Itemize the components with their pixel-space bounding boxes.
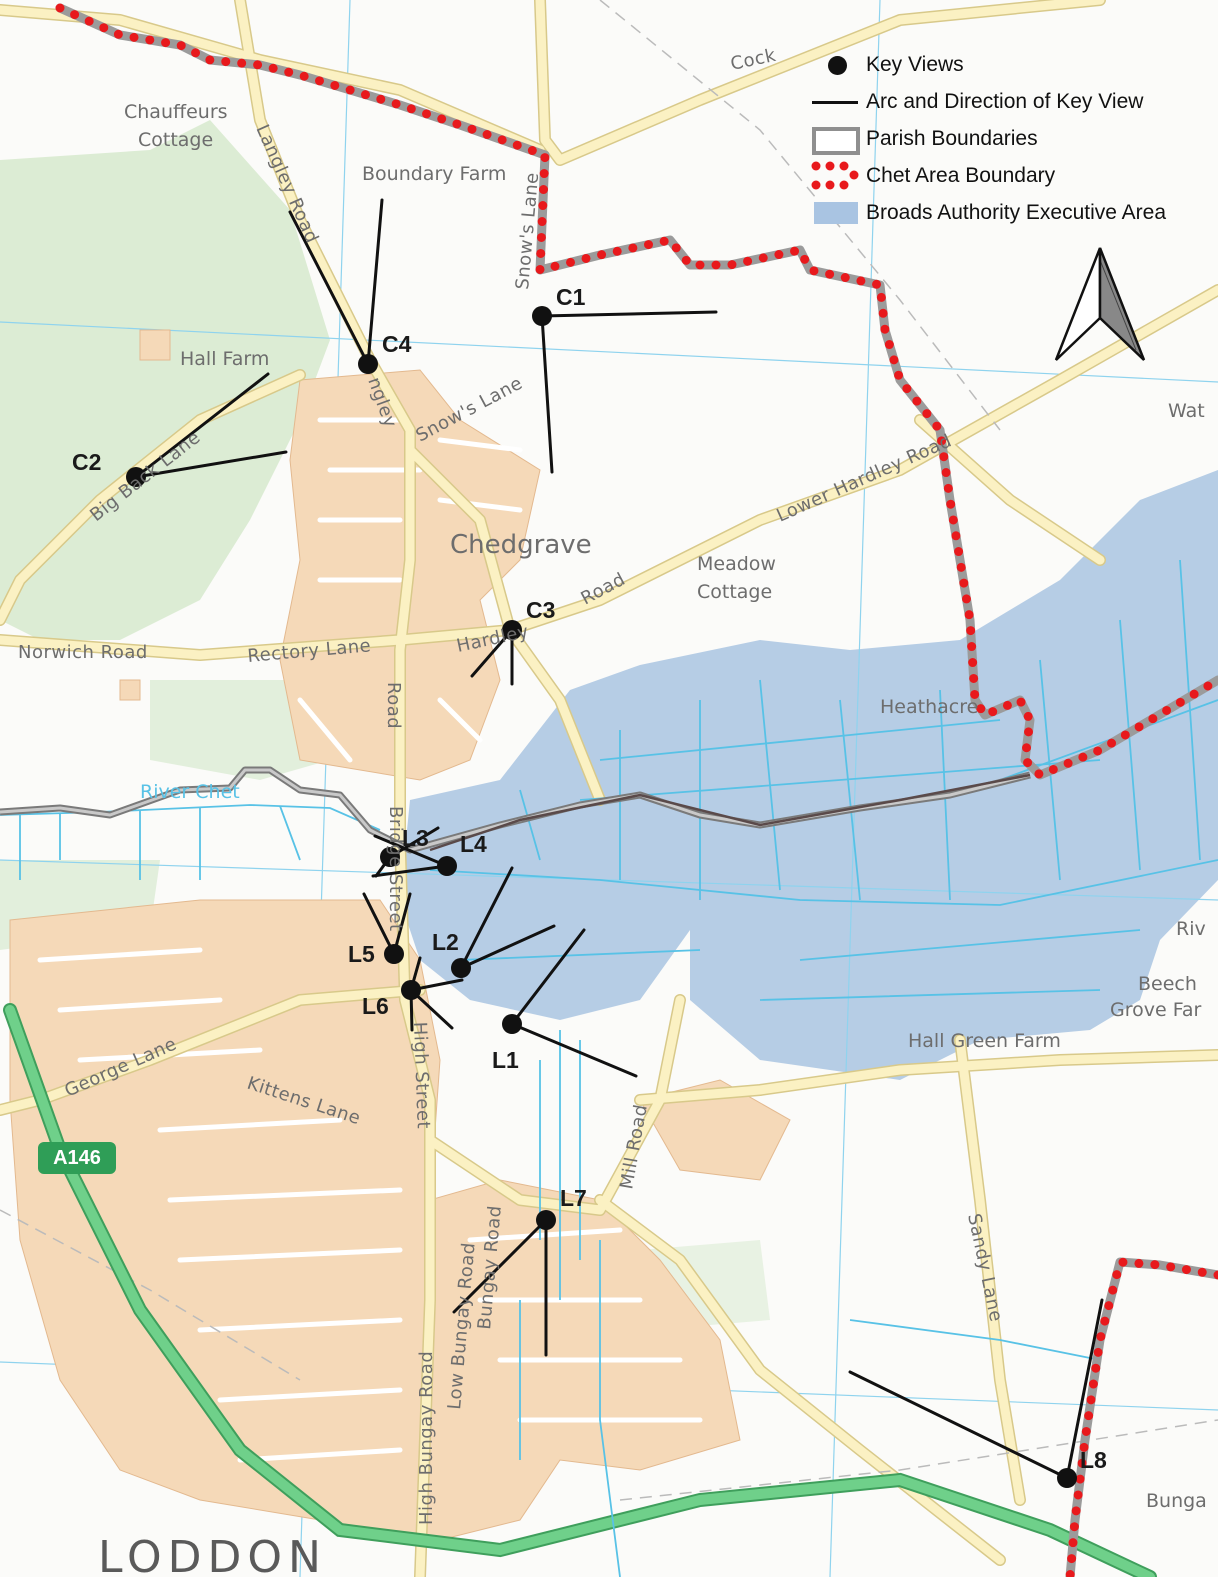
place-meadow-cottage: Cottage <box>697 581 772 603</box>
key-view-l1[interactable] <box>502 1014 522 1034</box>
key-view-label-l1: L1 <box>492 1047 519 1073</box>
disused-railway-east <box>619 1419 1218 1501</box>
north-arrow-icon <box>1054 247 1146 361</box>
key-view-label-l5: L5 <box>348 941 375 967</box>
legend-broads-area-label: Broads Authority Executive Area <box>866 201 1166 224</box>
road-bridge-street: Bridge Street <box>385 806 406 932</box>
place-hall-green-farm: Hall Green Farm <box>908 1030 1061 1052</box>
road-road-vertical: Road <box>383 682 404 729</box>
place-hall-farm: Hall Farm <box>180 348 269 370</box>
key-view-c1[interactable] <box>532 306 552 326</box>
place-grove-farm: Grove Far <box>1110 999 1202 1021</box>
key-view-l4[interactable] <box>437 856 457 876</box>
place-chauffeurs: Chauffeurs <box>124 101 228 123</box>
key-view-label-c3: C3 <box>526 597 555 623</box>
place-river-chet: River Chet <box>140 781 240 803</box>
key-view-l6[interactable] <box>401 980 421 1000</box>
a146-road <box>3 1003 1157 1577</box>
legend-parish-boundaries: Parish Boundaries <box>810 124 1038 155</box>
place-meadow: Meadow <box>697 553 776 575</box>
key-view-l3[interactable] <box>380 847 400 867</box>
chet-boundary-icon <box>810 161 866 191</box>
key-view-l8[interactable] <box>1057 1468 1077 1488</box>
key-view-label-l7: L7 <box>560 1185 587 1211</box>
key-view-label-l3: L3 <box>402 825 429 851</box>
place-bunga: Bunga <box>1146 1490 1207 1512</box>
road-high-bungay-road: High Bungay Road <box>416 1351 437 1525</box>
key-view-c2[interactable] <box>126 467 146 487</box>
key-view-l5[interactable] <box>384 944 404 964</box>
key-view-label-c1: C1 <box>556 284 586 310</box>
legend-chet-boundary: Chet Area Boundary <box>810 161 1055 191</box>
place-labels: Chedgrave LODDON Chauffeurs Cottage Boun… <box>98 101 1207 1577</box>
key-view-label-c4: C4 <box>382 331 412 357</box>
road-high-street: High Street <box>409 1021 434 1129</box>
legend-chet-boundary-label: Chet Area Boundary <box>866 164 1056 187</box>
place-loddon: LODDON <box>98 1532 327 1577</box>
key-view-arcs <box>134 198 1104 1480</box>
key-view-label-l8: L8 <box>1080 1447 1107 1473</box>
key-view-l2[interactable] <box>451 958 471 978</box>
key-view-labels: C1 C2 C3 C4 L1 L2 L3 L4 L5 L6 L7 L8 <box>72 284 1107 1473</box>
arc-line-icon <box>810 87 866 117</box>
key-view-c4[interactable] <box>358 354 378 374</box>
river-chet-east <box>429 773 1031 852</box>
legend-arc-direction: Arc and Direction of Key View <box>810 87 1143 117</box>
disused-railway <box>599 0 1001 431</box>
legend-arc-direction-label: Arc and Direction of Key View <box>866 90 1144 113</box>
legend-key-views: Key Views <box>810 50 964 80</box>
key-view-label-l4: L4 <box>460 831 487 857</box>
legend-parish-boundaries-label: Parish Boundaries <box>866 127 1038 150</box>
key-view-label-l2: L2 <box>432 929 459 955</box>
road-norwich-road: Norwich Road <box>18 642 148 663</box>
a146-badge: A146 <box>38 1142 116 1174</box>
legend-broads-area: Broads Authority Executive Area <box>810 198 1166 228</box>
place-wat: Wat <box>1168 400 1205 422</box>
place-riv: Riv <box>1176 918 1206 940</box>
place-beech: Beech <box>1138 973 1197 995</box>
place-boundary-farm: Boundary Farm <box>362 163 506 185</box>
key-view-label-c2: C2 <box>72 449 101 475</box>
broads-area-icon <box>810 198 866 228</box>
parish-boundary-icon <box>810 124 866 155</box>
key-view-l7[interactable] <box>536 1210 556 1230</box>
place-chedgrave: Chedgrave <box>450 530 592 560</box>
place-cottage: Cottage <box>138 129 213 151</box>
key-view-points[interactable] <box>126 306 1077 1488</box>
broads-authority-area <box>400 470 1218 1080</box>
drains <box>0 559 1218 1577</box>
disused-railway-south <box>0 1209 301 1381</box>
place-heathacre: Heathacre <box>880 696 978 718</box>
chet-area-boundary <box>55 3 1218 1577</box>
legend-key-views-label: Key Views <box>866 53 964 76</box>
key-view-dot-icon <box>810 50 866 80</box>
key-view-c3[interactable] <box>502 620 522 640</box>
key-view-label-l6: L6 <box>362 993 389 1019</box>
legend: Key Views Arc and Direction of Key View … <box>810 46 1210 236</box>
